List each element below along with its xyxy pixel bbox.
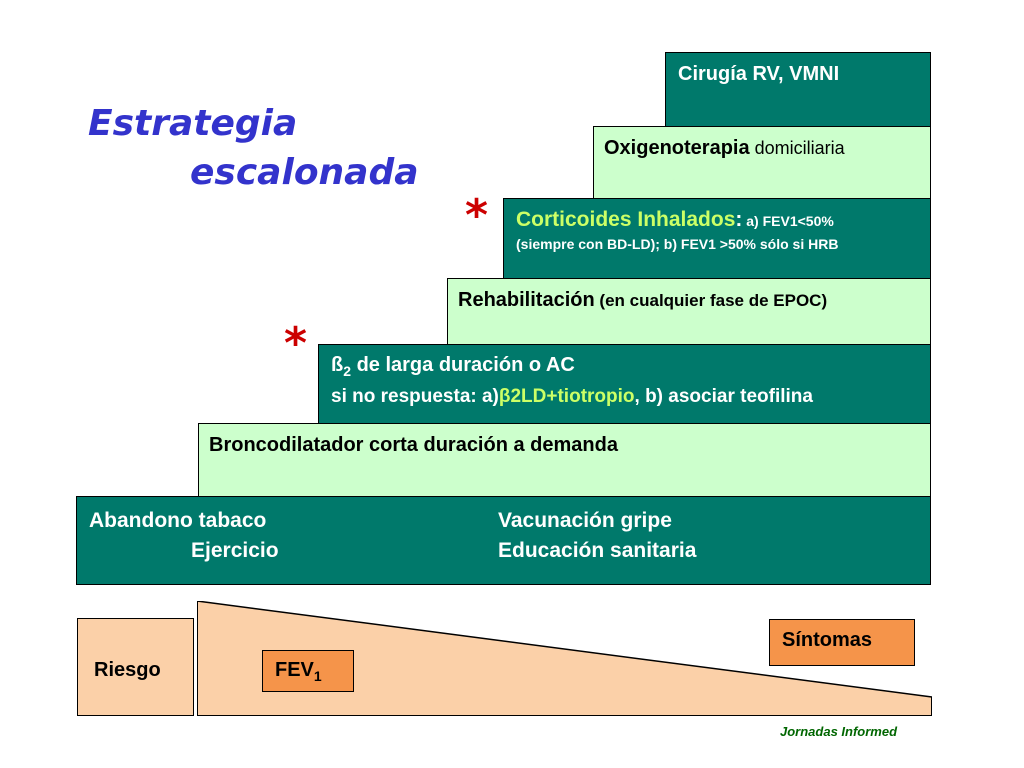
step-beta2-beta: ß xyxy=(331,354,344,376)
step-beta2: ß2 de larga duración o AC si no respuest… xyxy=(318,344,931,424)
fev1-box: FEV1 xyxy=(262,650,354,692)
sintomas-box: Síntomas xyxy=(769,619,915,666)
riesgo-band: Riesgo xyxy=(77,618,194,716)
base-right-2: Educación sanitaria xyxy=(498,539,697,562)
step-oxigeno-bold: Oxigenoterapia xyxy=(604,137,750,159)
step-rehabilitacion: Rehabilitación (en cualquier fase de EPO… xyxy=(447,278,931,346)
step-rehab-small: (en cualquier fase de EPOC) xyxy=(594,291,828,310)
diagonal-line xyxy=(197,601,932,698)
step-cirugia-text: Cirugía RV, VMNI xyxy=(678,63,840,85)
asterisk-corticoides: * xyxy=(465,190,489,241)
base-left-2: Ejercicio xyxy=(191,539,279,562)
fev1-sub: 1 xyxy=(313,668,322,684)
step-oxigenoterapia: Oxigenoterapia domiciliaria xyxy=(593,126,931,200)
step-base: Abandono tabaco Ejercicio Vacunación gri… xyxy=(76,496,931,585)
step-beta2-line-2: si no respuesta: a)β2LD+tiotropio, b) as… xyxy=(331,384,930,410)
step-beta2-sub: 2 xyxy=(343,363,352,379)
step-beta2-line-1: ß2 de larga duración o AC xyxy=(331,352,930,384)
step-corticoides-line-2: (siempre con BD-LD); b) FEV1 >50% sólo s… xyxy=(516,236,839,252)
footer-credit: Jornadas Informed xyxy=(780,724,898,739)
step-broncodilatador: Broncodilatador corta duración a demanda xyxy=(198,423,931,497)
base-right-1: Vacunación gripe xyxy=(498,509,672,532)
step-oxigeno-normal: domiciliaria xyxy=(749,138,845,158)
step-corticoides-colon: : xyxy=(735,208,743,231)
step-corticoides-a: a) FEV1<50% xyxy=(742,213,834,229)
step-cirugia: Cirugía RV, VMNI xyxy=(665,52,931,128)
step-corticoides: Corticoides Inhalados: a) FEV1<50% (siem… xyxy=(503,198,931,280)
fev1-label: FEV xyxy=(275,659,314,681)
step-beta2-l2b: β2LD+tiotropio xyxy=(498,386,635,407)
step-corticoides-line-1: Corticoides Inhalados: a) FEV1<50% xyxy=(516,207,930,234)
asterisk-beta2: * xyxy=(284,318,308,369)
diagonal-divider xyxy=(197,601,932,698)
step-corticoides-bold: Corticoides Inhalados xyxy=(516,208,736,231)
step-beta2-rest: de larga duración o AC xyxy=(351,354,575,376)
title-line-2: escalonada xyxy=(190,152,419,193)
title-line-1: Estrategia xyxy=(88,103,298,144)
sintomas-label: Síntomas xyxy=(782,629,873,651)
step-beta2-l2a: si no respuesta: a) xyxy=(331,386,499,407)
riesgo-label: Riesgo xyxy=(94,659,161,681)
step-rehab-bold: Rehabilitación xyxy=(458,289,595,311)
step-beta2-l2c: , b) asociar teofilina xyxy=(634,386,813,407)
base-left-1: Abandono tabaco xyxy=(89,509,267,532)
step-broncod-text: Broncodilatador corta duración a demanda xyxy=(209,434,618,456)
